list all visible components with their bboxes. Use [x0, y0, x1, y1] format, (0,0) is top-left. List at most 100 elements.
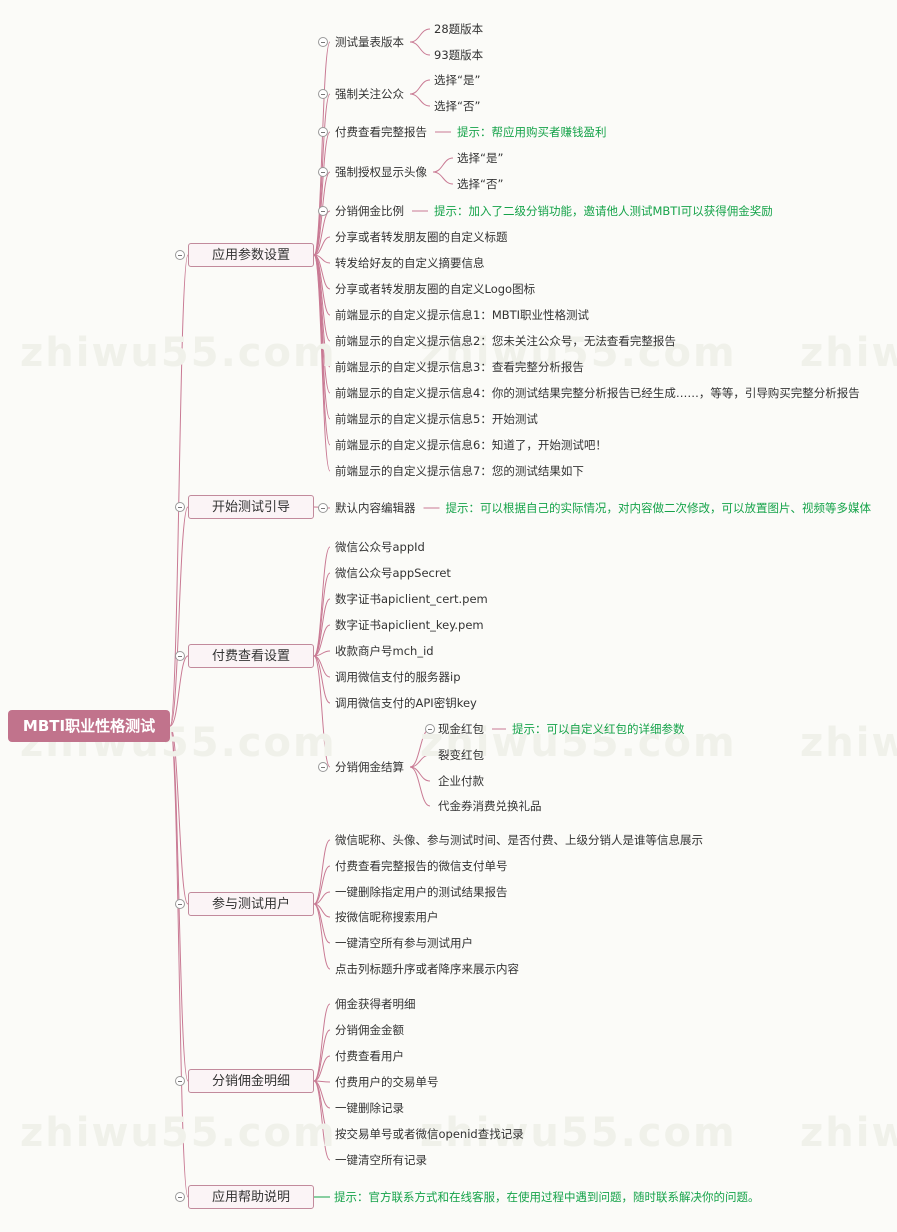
item-node[interactable]: 强制关注公众 — [335, 87, 404, 101]
collapse-toggle[interactable] — [175, 899, 185, 909]
collapse-toggle[interactable] — [318, 37, 328, 47]
collapse-toggle[interactable] — [318, 167, 328, 177]
item-node[interactable]: 按交易单号或者微信openid查找记录 — [335, 1127, 524, 1141]
item-node[interactable]: 佣金获得者明细 — [335, 997, 416, 1011]
tip-text: 提示：可以自定义红包的详细参数 — [512, 722, 685, 736]
branch-root-to-2 — [169, 655, 189, 727]
child-node[interactable]: 企业付款 — [438, 774, 484, 788]
branch-item — [313, 236, 331, 256]
collapse-toggle[interactable] — [175, 1076, 185, 1086]
category-node[interactable]: 应用参数设置 — [188, 243, 314, 267]
item-node[interactable]: 转发给好友的自定义摘要信息 — [335, 256, 485, 270]
category-node[interactable]: 付费查看设置 — [188, 644, 314, 668]
item-node[interactable]: 前端显示的自定义提示信息6：知道了，开始测试吧！ — [335, 438, 607, 452]
collapse-toggle[interactable] — [175, 651, 185, 661]
branch-root-to-3 — [169, 725, 189, 905]
branch-item — [313, 655, 331, 768]
branch-child — [409, 28, 431, 43]
item-node[interactable]: 付费用户的交易单号 — [335, 1075, 439, 1089]
collapse-toggle[interactable] — [425, 724, 435, 734]
branch-child — [409, 754, 431, 768]
category-node[interactable]: 参与测试用户 — [188, 892, 314, 916]
item-node[interactable]: 调用微信支付的服务器ip — [335, 670, 461, 684]
branch-child — [432, 171, 454, 185]
item-node[interactable]: 分销佣金结算 — [335, 760, 404, 774]
collapse-toggle[interactable] — [318, 127, 328, 137]
child-node[interactable]: 93题版本 — [434, 48, 484, 62]
item-node[interactable]: 分享或者转发朋友圈的自定义Logo图标 — [335, 282, 536, 296]
category-node[interactable]: 分销佣金明细 — [188, 1069, 314, 1093]
branch-item — [313, 655, 331, 704]
item-node[interactable]: 默认内容编辑器 — [335, 501, 416, 515]
collapse-toggle[interactable] — [318, 206, 328, 216]
item-node[interactable]: 分销佣金金额 — [335, 1023, 404, 1037]
collapse-toggle[interactable] — [175, 1192, 185, 1202]
child-node[interactable]: 代金券消费兑换礼品 — [438, 799, 542, 813]
item-node[interactable]: 微信昵称、头像、参与测试时间、是否付费、上级分销人是谁等信息展示 — [335, 833, 703, 847]
tip-text: 提示：帮应用购买者赚钱盈利 — [457, 125, 607, 139]
branch-child — [409, 766, 431, 782]
item-node[interactable]: 强制授权显示头像 — [335, 165, 427, 179]
item-node[interactable]: 收款商户号mch_id — [335, 644, 434, 658]
child-node[interactable]: 现金红包 — [438, 722, 484, 736]
branch-child — [409, 766, 431, 807]
item-node[interactable]: 按微信昵称搜索用户 — [335, 910, 439, 924]
branch-child — [409, 41, 431, 56]
item-node[interactable]: 付费查看用户 — [335, 1049, 404, 1063]
item-node[interactable]: 付费查看完整报告的微信支付单号 — [335, 859, 508, 873]
item-node[interactable]: 分享或者转发朋友圈的自定义标题 — [335, 230, 508, 244]
branch-root-to-1 — [169, 506, 189, 727]
item-node[interactable]: 一键清空所有记录 — [335, 1153, 427, 1167]
item-node[interactable]: 一键删除记录 — [335, 1101, 404, 1115]
item-node[interactable]: 测试量表版本 — [335, 35, 404, 49]
item-node[interactable]: 微信公众号appSecret — [335, 566, 451, 580]
branch-child — [432, 157, 454, 173]
branch-item — [313, 891, 331, 905]
item-node[interactable]: 前端显示的自定义提示信息5：开始测试 — [335, 412, 538, 426]
item-node[interactable]: 点击列标题升序或者降序来展示内容 — [335, 962, 519, 976]
branch-child — [409, 93, 431, 107]
item-node[interactable]: 前端显示的自定义提示信息7：您的测试结果如下 — [335, 464, 584, 478]
tip-text: 提示：加入了二级分销功能，邀请他人测试MBTI可以获得佣金奖励 — [434, 204, 773, 218]
child-node[interactable]: 选择“是” — [434, 73, 481, 87]
tip-text: 提示：官方联系方式和在线客服，在使用过程中遇到问题，随时联系解决你的问题。 — [334, 1190, 760, 1204]
item-node[interactable]: 前端显示的自定义提示信息3：查看完整分析报告 — [335, 360, 584, 374]
category-node[interactable]: 应用帮助说明 — [188, 1185, 314, 1209]
item-node[interactable]: 分销佣金比例 — [335, 204, 404, 218]
collapse-toggle[interactable] — [175, 250, 185, 260]
branch-item — [313, 210, 331, 256]
item-node[interactable]: 付费查看完整报告 — [335, 125, 427, 139]
branch-item — [313, 254, 331, 472]
item-node[interactable]: 调用微信支付的API密钥key — [335, 696, 477, 710]
branch-item — [313, 839, 331, 905]
branch-item — [313, 572, 331, 657]
child-node[interactable]: 28题版本 — [434, 22, 484, 36]
item-node[interactable]: 一键清空所有参与测试用户 — [335, 936, 473, 950]
child-node[interactable]: 选择“否” — [457, 177, 504, 191]
branch-child — [409, 79, 431, 95]
item-node[interactable]: 前端显示的自定义提示信息2：您未关注公众号，无法查看完整报告 — [335, 334, 676, 348]
item-node[interactable]: 微信公众号appId — [335, 540, 425, 554]
item-node[interactable]: 数字证书apiclient_key.pem — [335, 618, 484, 632]
category-node[interactable]: 开始测试引导 — [188, 495, 314, 519]
collapse-toggle[interactable] — [318, 762, 328, 772]
branch-item — [313, 41, 331, 256]
child-node[interactable]: 裂变红包 — [438, 748, 484, 762]
collapse-toggle[interactable] — [318, 503, 328, 513]
collapse-toggle[interactable] — [318, 89, 328, 99]
branch-root-to-0 — [169, 254, 189, 727]
branch-item — [313, 903, 331, 970]
item-node[interactable]: 前端显示的自定义提示信息4：你的测试结果完整分析报告已经生成……，等等，引导购买… — [335, 386, 860, 400]
branch-item — [313, 624, 331, 657]
collapse-toggle[interactable] — [175, 502, 185, 512]
root-topic[interactable]: MBTI职业性格测试 — [8, 710, 170, 742]
item-node[interactable]: 数字证书apiclient_cert.pem — [335, 592, 488, 606]
child-node[interactable]: 选择“否” — [434, 99, 481, 113]
branch-root-to-5 — [169, 725, 189, 1198]
item-node[interactable]: 一键删除指定用户的测试结果报告 — [335, 885, 508, 899]
item-node[interactable]: 前端显示的自定义提示信息1：MBTI职业性格测试 — [335, 308, 590, 322]
child-node[interactable]: 选择“是” — [457, 151, 504, 165]
branch-item — [313, 865, 331, 905]
